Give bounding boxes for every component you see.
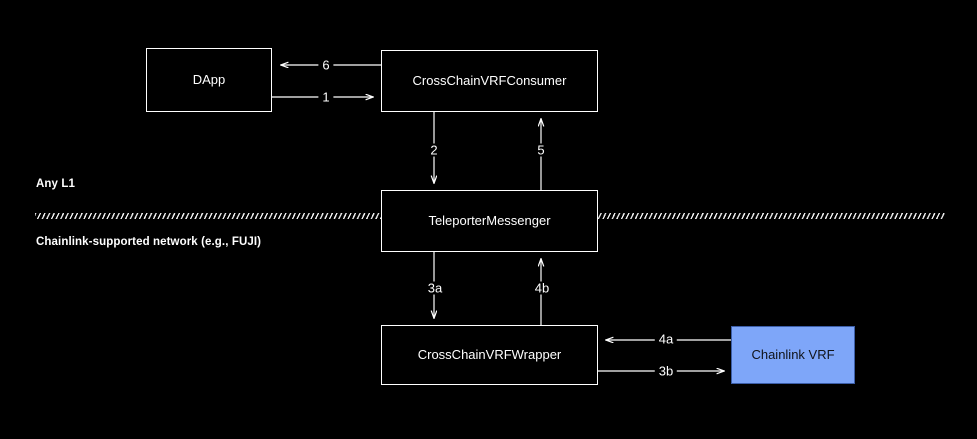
node-crosschainvrfconsumer[interactable]: CrossChainVRFConsumer: [381, 50, 598, 112]
zone-label-chainlink-network: Chainlink-supported network (e.g., FUJI): [36, 236, 262, 248]
node-teleportermessenger-label: TeleporterMessenger: [428, 213, 551, 229]
edge-label-5: 5: [533, 143, 549, 157]
node-crosschainvrfconsumer-label: CrossChainVRFConsumer: [412, 73, 567, 89]
node-crosschainvrfwrapper[interactable]: CrossChainVRFWrapper: [381, 325, 598, 385]
node-dapp[interactable]: DApp: [146, 48, 272, 112]
node-chainlink-vrf[interactable]: Chainlink VRF: [731, 326, 855, 384]
edge-label-4b: 4b: [530, 281, 554, 295]
edge-label-2: 2: [426, 143, 442, 157]
zone-label-any-l1: Any L1: [36, 178, 75, 190]
node-dapp-label: DApp: [192, 72, 226, 88]
edge-label-3b: 3b: [654, 364, 678, 378]
node-chainlink-vrf-label: Chainlink VRF: [751, 347, 835, 363]
edge-label-1: 1: [318, 90, 334, 104]
node-crosschainvrfwrapper-label: CrossChainVRFWrapper: [417, 347, 562, 363]
node-teleportermessenger[interactable]: TeleporterMessenger: [381, 190, 598, 252]
edge-label-4a: 4a: [654, 332, 678, 346]
edge-label-3a: 3a: [423, 281, 447, 295]
edge-label-6: 6: [318, 58, 334, 72]
